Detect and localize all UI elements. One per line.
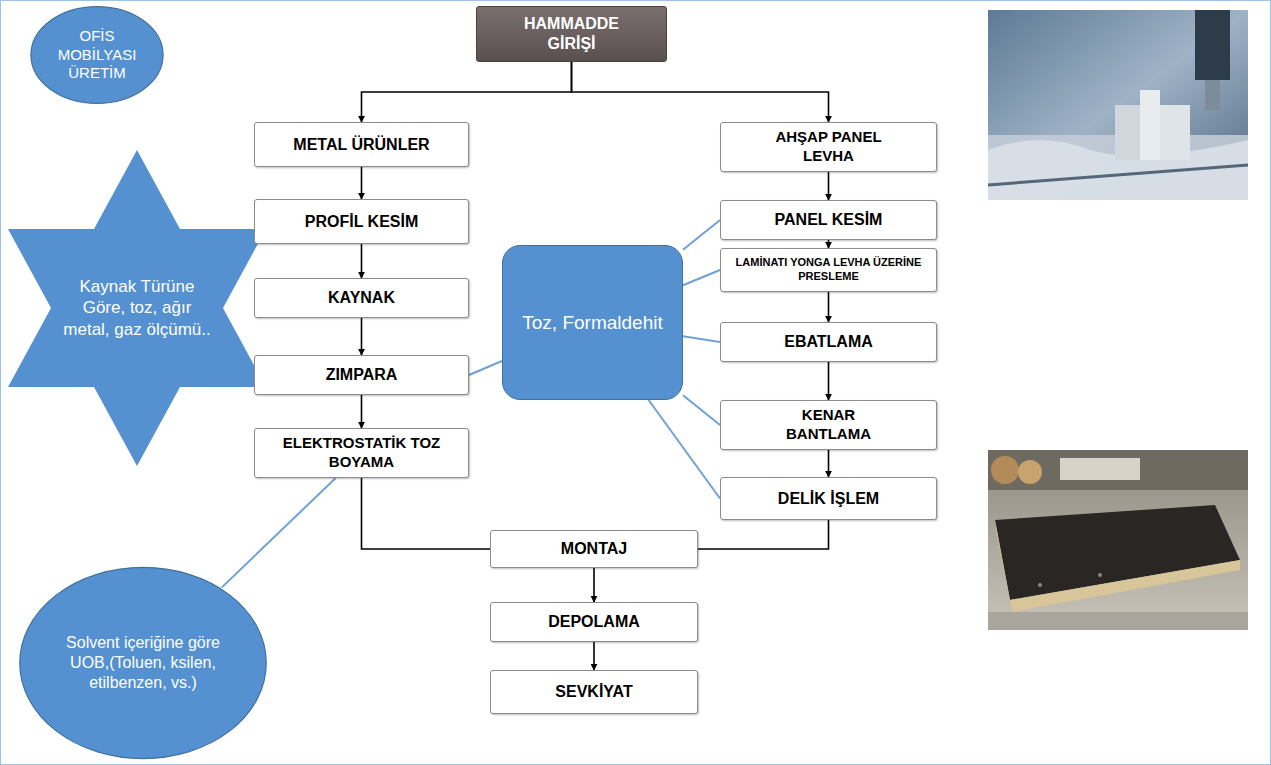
node-text: Toz, Formaldehit xyxy=(522,311,662,335)
flow-arrow xyxy=(361,167,363,199)
text-group: AHŞAP PANEL LEVHA xyxy=(749,128,909,166)
note-star: Kaynak Türüne Göre, toz, ağır metal, gaz… xyxy=(8,150,266,466)
process-box: DEPOLAMA xyxy=(490,602,698,642)
process-box: METAL ÜRÜNLER xyxy=(254,122,469,167)
flow-arrow xyxy=(828,172,830,200)
start-box: HAMMADDE GİRİŞİ xyxy=(476,6,667,62)
text-group: DELİK İŞLEM xyxy=(778,489,879,509)
node-text: Kaynak Türüne Göre, toz, ağır metal, gaz… xyxy=(62,276,212,340)
node-text: PANEL KESİM xyxy=(775,210,883,230)
leader-line xyxy=(683,336,720,342)
node-text: EBATLAMA xyxy=(784,332,873,352)
process-box: LAMİNATI YONGA LEVHA ÜZERİNE PRESLEME xyxy=(720,248,937,292)
text-group: METAL ÜRÜNLER xyxy=(293,135,429,155)
text-group: Solvent içeriğine göre UOB,(Toluen, ksil… xyxy=(61,633,226,693)
node-text: KENAR BANTLAMA xyxy=(764,406,894,444)
node-text: AHŞAP PANEL LEVHA xyxy=(749,128,909,166)
machining-photo xyxy=(988,10,1248,200)
text-group: ELEKTROSTATİK TOZ BOYAMA xyxy=(262,434,462,472)
node-text: MONTAJ xyxy=(561,539,627,559)
text-group: LAMİNATI YONGA LEVHA ÜZERİNE PRESLEME xyxy=(726,256,931,284)
process-box: PROFİL KESİM xyxy=(254,199,469,244)
text-group: HAMMADDE GİRİŞİ xyxy=(512,14,632,54)
leader-line xyxy=(469,361,502,375)
text-group: KENAR BANTLAMA xyxy=(764,406,894,444)
process-box: ELEKTROSTATİK TOZ BOYAMA xyxy=(254,428,469,478)
process-box: DELİK İŞLEM xyxy=(720,477,937,520)
flow-arrow xyxy=(361,244,363,278)
flow-arrow xyxy=(698,520,829,549)
node-text: ELEKTROSTATİK TOZ BOYAMA xyxy=(262,434,462,472)
process-box: KAYNAK xyxy=(254,278,469,318)
leader-line xyxy=(222,478,336,588)
flow-arrow xyxy=(828,450,830,477)
text-group: EBATLAMA xyxy=(784,332,873,352)
flow-arrow xyxy=(828,362,830,400)
text-group: Kaynak Türüne Göre, toz, ağır metal, gaz… xyxy=(62,276,212,340)
flow-arrow xyxy=(828,240,830,248)
flow-arrow xyxy=(828,292,830,322)
flow-arrow xyxy=(361,318,363,355)
process-box: KENAR BANTLAMA xyxy=(720,400,937,450)
text-group: PROFİL KESİM xyxy=(305,212,419,232)
panel-machine-photo xyxy=(988,450,1248,630)
text-group: ZIMPARA xyxy=(326,365,398,385)
flow-arrow xyxy=(572,62,829,122)
flow-arrow xyxy=(362,478,491,549)
title-ellipse: OFİS MOBİLYASI ÜRETİM xyxy=(30,6,164,104)
node-text: PROFİL KESİM xyxy=(305,212,419,232)
text-group: PANEL KESİM xyxy=(775,210,883,230)
node-text: METAL ÜRÜNLER xyxy=(293,135,429,155)
node-text: LAMİNATI YONGA LEVHA ÜZERİNE PRESLEME xyxy=(726,256,931,284)
text-group: OFİS MOBİLYASI ÜRETİM xyxy=(47,27,147,83)
process-box: SEVKİYAT xyxy=(490,670,698,714)
flow-arrow xyxy=(361,395,363,428)
leader-line xyxy=(649,400,720,499)
node-text: DEPOLAMA xyxy=(548,612,640,632)
leader-line xyxy=(683,395,720,425)
emission-box: Toz, Formaldehit xyxy=(502,245,683,400)
note-ellipse: Solvent içeriğine göre UOB,(Toluen, ksil… xyxy=(18,566,268,760)
node-text: DELİK İŞLEM xyxy=(778,489,879,509)
node-text: HAMMADDE GİRİŞİ xyxy=(512,14,632,54)
node-text: ZIMPARA xyxy=(326,365,398,385)
node-text: KAYNAK xyxy=(328,288,395,308)
process-box: MONTAJ xyxy=(490,530,698,568)
flow-arrow xyxy=(593,568,595,602)
text-group: KAYNAK xyxy=(328,288,395,308)
node-text: Solvent içeriğine göre UOB,(Toluen, ksil… xyxy=(61,633,226,693)
process-box: ZIMPARA xyxy=(254,355,469,395)
leader-line xyxy=(683,220,720,250)
flow-arrow xyxy=(362,62,572,122)
node-text: OFİS MOBİLYASI ÜRETİM xyxy=(47,27,147,83)
flow-arrow xyxy=(593,642,595,670)
process-box: PANEL KESİM xyxy=(720,200,937,240)
text-group: Toz, Formaldehit xyxy=(522,311,662,335)
process-box: AHŞAP PANEL LEVHA xyxy=(720,122,937,172)
node-text: SEVKİYAT xyxy=(555,682,632,702)
text-group: DEPOLAMA xyxy=(548,612,640,632)
text-group: MONTAJ xyxy=(561,539,627,559)
leader-line xyxy=(683,270,720,285)
process-box: EBATLAMA xyxy=(720,322,937,362)
text-group: SEVKİYAT xyxy=(555,682,632,702)
